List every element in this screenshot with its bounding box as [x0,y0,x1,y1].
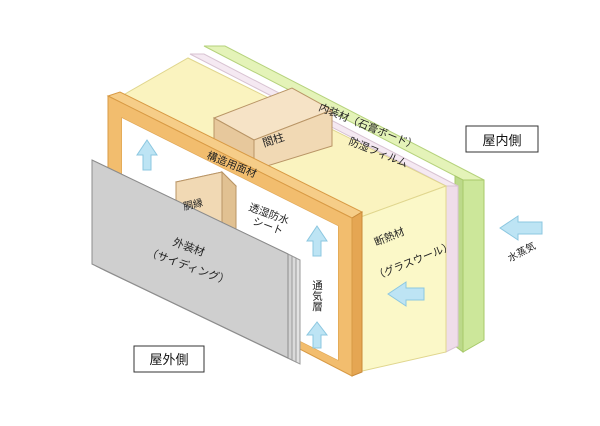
airflow-arrow-up-mid [306,225,328,257]
outdoor-label: 屋外側 [149,353,188,368]
airflow-arrows [136,139,329,349]
indoor-label: 屋内側 [482,133,521,149]
water-vapor-label: 水蒸気 [505,239,538,265]
stud-label: 間柱 [261,130,286,150]
furring-label: 胴縁 [182,196,204,213]
indoor-box [465,125,539,153]
airflow-arrow-up-left [136,139,158,171]
outdoor-box [133,345,205,373]
insulation-side [357,185,447,373]
siding-panel [91,159,301,365]
vapor-arrow-in-insulation [387,281,425,307]
airflow-arrow-up-low [305,321,329,349]
water-vapor-arrow [499,215,543,241]
air-layer-label: 通気層 [311,280,323,312]
